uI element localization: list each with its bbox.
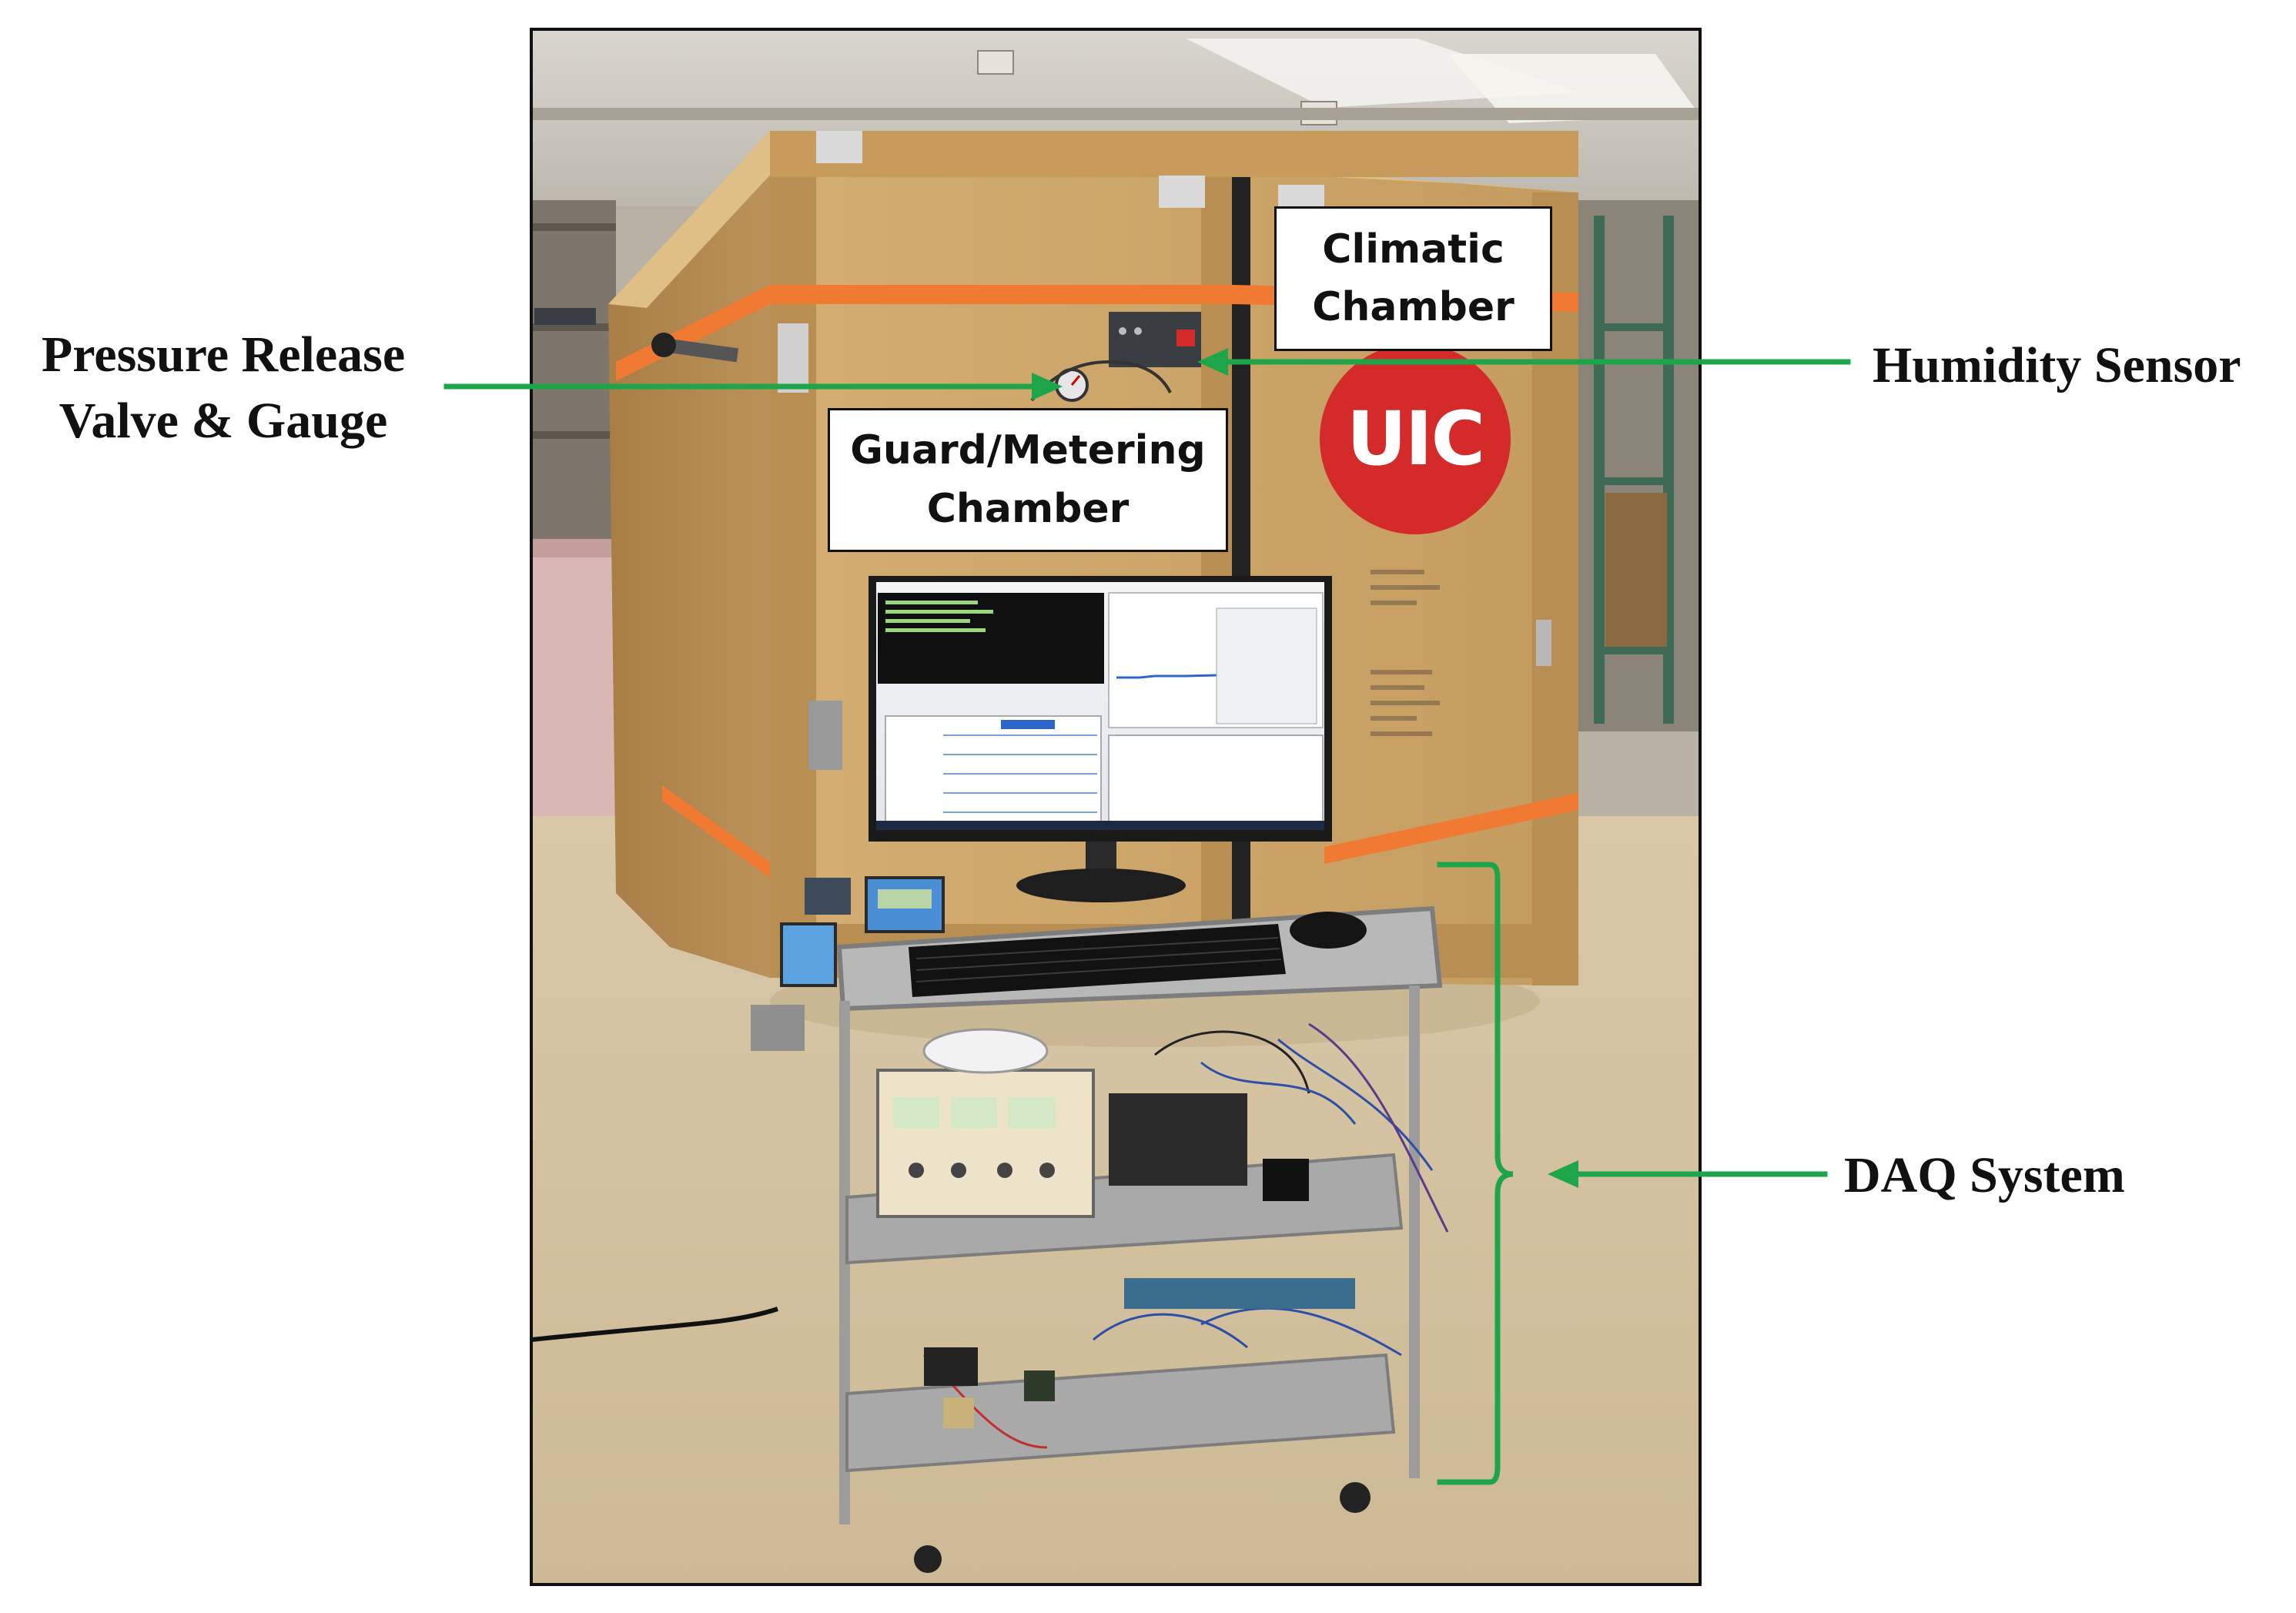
- humidity-sensor-arrowhead: [1197, 348, 1228, 376]
- pressure-release-line2: Valve & Gauge: [59, 392, 388, 449]
- guard-metering-chamber-callout: Guard/Metering Chamber: [828, 408, 1228, 552]
- climatic-chamber-line2: Chamber: [1312, 284, 1514, 330]
- guard-metering-chamber-line1: Guard/Metering: [850, 427, 1206, 474]
- daq-system-bracket: [1437, 862, 1514, 1485]
- pressure-release-label: Pressure Release Valve & Gauge: [15, 322, 431, 454]
- climatic-chamber-line1: Climatic: [1322, 226, 1504, 273]
- uic-logo-circle: [1320, 343, 1511, 534]
- climatic-chamber-callout: Climatic Chamber: [1274, 206, 1552, 351]
- uic-logo-text: UIC: [1346, 396, 1485, 482]
- humidity-sensor-label: Humidity Sensor: [1873, 337, 2241, 393]
- pressure-release-line1: Pressure Release: [41, 326, 406, 383]
- guard-metering-chamber-line2: Chamber: [926, 485, 1130, 532]
- daq-system-arrowhead: [1548, 1160, 1578, 1188]
- pressure-release-arrowhead: [1032, 373, 1063, 400]
- daq-system-label: DAQ System: [1844, 1147, 2125, 1203]
